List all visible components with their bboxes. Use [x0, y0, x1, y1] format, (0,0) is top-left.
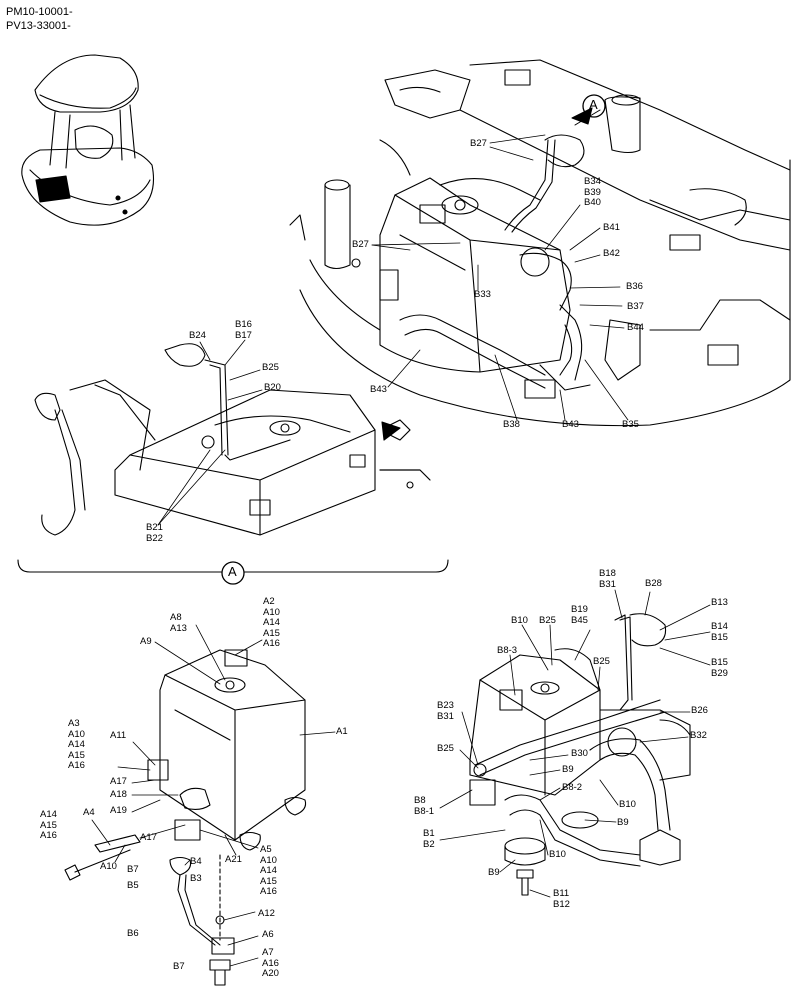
leader-lines-middle [157, 339, 263, 526]
callout-label: B35 [622, 419, 639, 430]
callout-label: B23 B31 [437, 700, 454, 722]
exploded-view-hoses [469, 613, 691, 896]
callout-label: B25 [262, 362, 279, 373]
leader-lines-upper [371, 134, 629, 421]
callout-label: B14 B15 [711, 621, 728, 643]
callout-label: B38 [503, 419, 520, 430]
callout-label: B25 [539, 615, 556, 626]
callout-label: A3 A10 A14 A15 A16 [68, 718, 85, 771]
callout-label: B7 [173, 961, 185, 972]
callout-label: A7 A16 A20 [262, 947, 279, 979]
callout-label: B11 B12 [553, 888, 570, 910]
callout-label: B43 [370, 384, 387, 395]
callout-label: B3 [190, 873, 202, 884]
leader-lines-lower-right [439, 589, 711, 898]
callout-label: B10 [619, 799, 636, 810]
callout-label: A2 A10 A14 A15 A16 [263, 596, 280, 649]
callout-label: A9 [140, 636, 152, 647]
callout-label: B41 [603, 222, 620, 233]
callout-label: A17 [110, 776, 127, 787]
callout-label: A17 [140, 832, 157, 843]
callout-label: B4 [190, 856, 202, 867]
callout-label: B42 [603, 248, 620, 259]
callout-label: B21 B22 [146, 522, 163, 544]
callout-label: B25 [593, 656, 610, 667]
callout-label: A19 [110, 805, 127, 816]
tank-view-detail [34, 343, 431, 536]
callout-label: A21 [225, 854, 242, 865]
callout-label: B19 B45 [571, 604, 588, 626]
callout-label: B9 [488, 867, 500, 878]
callout-label: A1 [336, 726, 348, 737]
machine-thumbnail [21, 54, 155, 226]
callout-label: B27 [470, 138, 487, 149]
section-divider [17, 559, 449, 585]
callout-label: B20 [264, 382, 281, 393]
callout-label: B5 [127, 880, 139, 891]
callout-label: B16 B17 [235, 319, 252, 341]
callout-label: B37 [627, 301, 644, 312]
model-code-2: PV13-33001- [6, 20, 71, 32]
callout-label: B26 [691, 705, 708, 716]
callout-label: B33 [474, 289, 491, 300]
callout-label: B34 B39 B40 [584, 176, 601, 208]
callout-label: A10 [100, 861, 117, 872]
callout-label: B44 [627, 322, 644, 333]
callout-label: B1 B2 [423, 828, 435, 850]
model-code-1: PM10-10001- [6, 6, 73, 18]
callout-label: B9 [562, 764, 574, 775]
callout-label: B8-3 [497, 645, 518, 656]
view-marker-lower: A [228, 564, 237, 579]
callout-label: B8 B8-1 [414, 795, 435, 817]
callout-label: A8 A13 [170, 612, 187, 634]
callout-label: A11 [110, 730, 127, 741]
callout-label: B10 [511, 615, 528, 626]
callout-label: B27 [352, 239, 369, 250]
exploded-view-tank [64, 649, 307, 986]
callout-label: B15 B29 [711, 657, 728, 679]
callout-label: B30 [571, 748, 588, 759]
callout-label: B36 [626, 281, 643, 292]
callout-label: B32 [690, 730, 707, 741]
callout-label: B8-2 [562, 782, 583, 793]
callout-label: B25 [437, 743, 454, 754]
callout-label: A14 A15 A16 [40, 809, 57, 841]
callout-label: A5 A10 A14 A15 A16 [260, 844, 277, 897]
callout-label: B28 [645, 578, 662, 589]
leader-lines-lower-left [91, 624, 336, 967]
callout-label: B10 [549, 849, 566, 860]
frame-view [289, 59, 791, 427]
callout-label: B7 [127, 864, 139, 875]
callout-label: B13 [711, 597, 728, 608]
callout-label: B24 [189, 330, 206, 341]
callout-label: B18 B31 [599, 568, 616, 590]
callout-label: B9 [617, 817, 629, 828]
callout-label: A4 [83, 807, 95, 818]
callout-label: A12 [258, 908, 275, 919]
callout-label: B43 [562, 419, 579, 430]
callout-label: B6 [127, 928, 139, 939]
view-marker-upper: A [589, 97, 598, 112]
callout-label: A18 [110, 789, 127, 800]
callout-label: A6 [262, 929, 274, 940]
